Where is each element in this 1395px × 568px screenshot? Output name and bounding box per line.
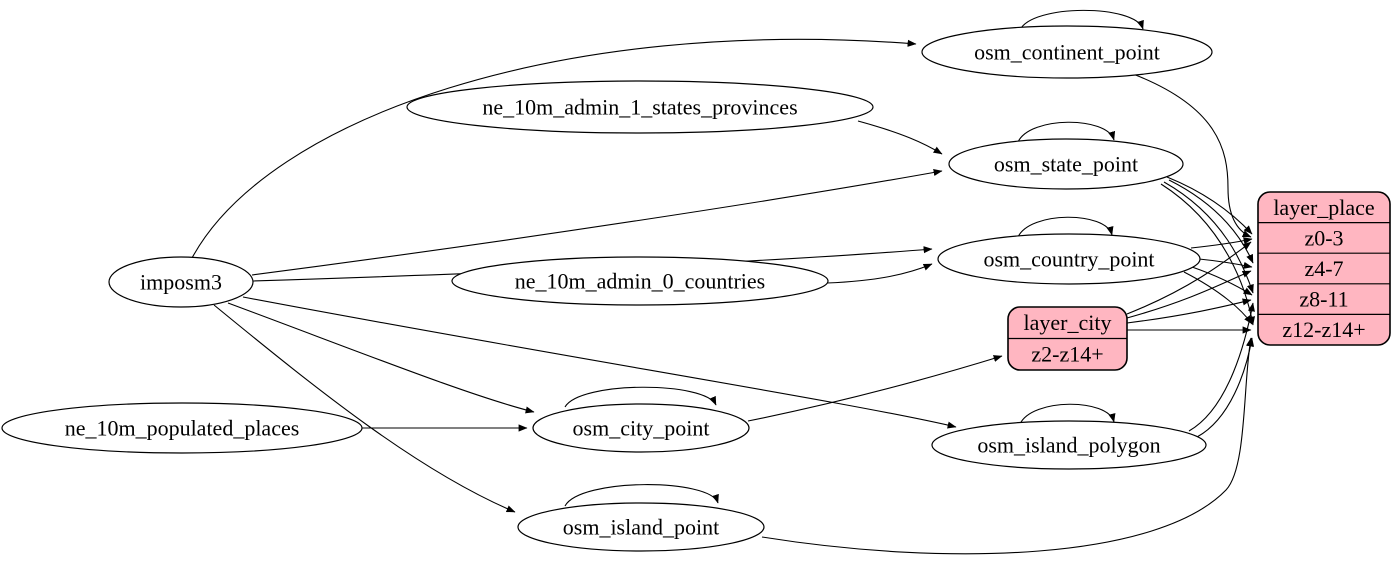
edge-imposm3-to-osm_city_point bbox=[227, 302, 535, 414]
edge-osm_country_point-to-layer_place-z0-3 bbox=[1190, 237, 1253, 249]
node-label-ne_10m_populated_places: ne_10m_populated_places bbox=[65, 415, 300, 440]
edge-imposm3-to-osm_continent_point bbox=[191, 38, 917, 259]
edge-osm_island_polygon-to-osm_island_polygon bbox=[1019, 403, 1116, 425]
node-shape-imposm3 bbox=[108, 256, 254, 308]
record-row-layer_city-z2-z14+: z2-z14+ bbox=[1031, 342, 1103, 367]
edge-osm_island_point-to-osm_island_point bbox=[564, 484, 719, 507]
record-header-layer_place: layer_place bbox=[1273, 195, 1374, 220]
node-osm_continent_point: osm_continent_point bbox=[921, 25, 1213, 79]
node-label-imposm3: imposm3 bbox=[140, 269, 222, 294]
node-shape-osm_country_point bbox=[937, 233, 1201, 285]
node-label-osm_island_polygon: osm_island_polygon bbox=[977, 432, 1160, 457]
node-osm_city_point: osm_city_point bbox=[532, 403, 750, 453]
edge-osm_city_point-to-layer_city-z2-z14+ bbox=[747, 355, 1003, 422]
node-osm_island_polygon: osm_island_polygon bbox=[931, 420, 1207, 470]
node-ne_10m_admin_1_states_provinces: ne_10m_admin_1_states_provinces bbox=[406, 80, 874, 134]
node-shape-osm_continent_point bbox=[921, 25, 1213, 79]
edge-osm_state_point-to-layer_place-z0-3 bbox=[1166, 176, 1253, 235]
node-shape-ne_10m_admin_0_countries bbox=[451, 256, 829, 306]
edge-layer_city-to-layer_place-z8-11 bbox=[1126, 298, 1252, 324]
record-shape-layer_place bbox=[1257, 191, 1391, 346]
edge-osm_country_point-to-layer_place-z12-z14+ bbox=[1183, 271, 1253, 325]
edge-osm_country_point-to-layer_place-z4-7 bbox=[1198, 258, 1253, 269]
node-label-osm_country_point: osm_country_point bbox=[983, 246, 1154, 271]
edge-imposm3-to-osm_island_polygon bbox=[242, 296, 957, 429]
record-row-layer_place-z0-3: z0-3 bbox=[1304, 225, 1343, 250]
edge-layer_city-to-layer_place-z4-7 bbox=[1126, 270, 1252, 319]
edge-osm_city_point-to-osm_city_point bbox=[564, 386, 717, 408]
edge-osm_continent_point-to-layer_place-z0-3 bbox=[1132, 73, 1252, 238]
edge-imposm3-to-osm_state_point bbox=[251, 168, 943, 276]
edge-osm_continent_point-to-osm_continent_point bbox=[1019, 9, 1144, 31]
record-row-layer_place-z4-7: z4-7 bbox=[1304, 256, 1343, 281]
node-layer_city: layer_city z2-z14+ bbox=[1007, 306, 1128, 371]
record-row-layer_place-z8-11: z8-11 bbox=[1299, 287, 1348, 312]
node-label-osm_island_point: osm_island_point bbox=[563, 514, 719, 539]
edge-imposm3-to-osm_island_point bbox=[213, 304, 516, 513]
node-shape-osm_state_point bbox=[948, 138, 1184, 190]
record-header-layer_city: layer_city bbox=[1024, 310, 1112, 335]
node-label-osm_city_point: osm_city_point bbox=[573, 415, 710, 440]
edge-osm_state_point-to-layer_place-z4-7 bbox=[1168, 179, 1254, 264]
edge-layer_city-to-layer_place-z0-3 bbox=[1126, 241, 1252, 315]
node-shape-ne_10m_populated_places bbox=[1, 402, 363, 454]
edge-osm_state_point-to-layer_place-z8-11 bbox=[1163, 181, 1254, 294]
node-layer_place: layer_place z0-3 z4-7 z8-11 z12-z14+ bbox=[1257, 191, 1391, 346]
node-label-ne_10m_admin_0_countries: ne_10m_admin_0_countries bbox=[515, 268, 766, 293]
node-shape-osm_island_polygon bbox=[931, 420, 1207, 470]
node-osm_state_point: osm_state_point bbox=[948, 138, 1184, 190]
edge-osm_island_point-to-layer_place-z12-z14+ bbox=[761, 337, 1254, 555]
node-label-osm_state_point: osm_state_point bbox=[994, 151, 1138, 176]
node-shape-osm_city_point bbox=[532, 403, 750, 453]
edge-ne_10m_admin_0_countries-to-osm_country_point bbox=[826, 263, 933, 284]
node-osm_country_point: osm_country_point bbox=[937, 233, 1201, 285]
node-ne_10m_populated_places: ne_10m_populated_places bbox=[1, 402, 363, 454]
node-osm_island_point: osm_island_point bbox=[517, 502, 765, 552]
node-label-osm_continent_point: osm_continent_point bbox=[974, 39, 1160, 64]
node-imposm3: imposm3 bbox=[108, 256, 254, 308]
node-ne_10m_admin_0_countries: ne_10m_admin_0_countries bbox=[451, 256, 829, 306]
edge-ne_10m_admin_1_states_provinces-to-osm_state_point bbox=[857, 120, 943, 155]
edge-osm_state_point-to-osm_state_point bbox=[1017, 121, 1116, 143]
node-shape-osm_island_point bbox=[517, 502, 765, 552]
edge-osm_island_polygon-to-layer_place-z8-11 bbox=[1188, 302, 1255, 432]
edge-osm_country_point-to-osm_country_point bbox=[1017, 216, 1114, 238]
record-row-layer_place-z12-z14+: z12-z14+ bbox=[1282, 317, 1365, 342]
node-label-ne_10m_admin_1_states_provinces: ne_10m_admin_1_states_provinces bbox=[482, 94, 797, 119]
node-shape-ne_10m_admin_1_states_provinces bbox=[406, 80, 874, 134]
